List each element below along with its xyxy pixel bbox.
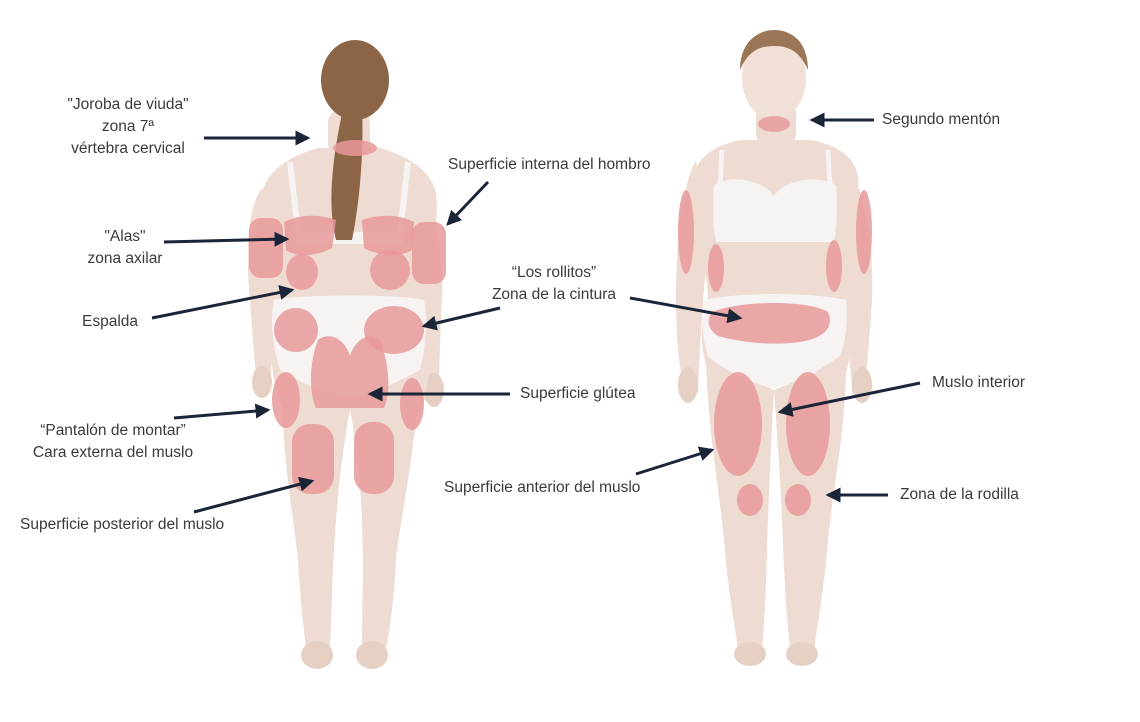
label-joroba-line-2: zona 7ª: [101, 118, 155, 135]
front-bra-strap-right: [825, 149, 833, 189]
zone-front-left-thigh: [714, 372, 762, 476]
back-view-figure: [247, 40, 446, 669]
label-anterior: Superficie anterior del muslo: [444, 479, 641, 496]
zone-back-right-posterior-thigh: [354, 422, 394, 494]
arrow-posterior: [193, 476, 315, 514]
label-pantalon-line-1: “Pantalón de montar”: [40, 422, 186, 439]
front-hair: [740, 30, 808, 70]
label-posterior: Superficie posterior del muslo: [20, 516, 225, 533]
arrow-hombro: [446, 180, 490, 226]
zone-back-right-axilla: [362, 215, 414, 256]
label-rollitos-line-1: “Los rollitos”: [511, 264, 597, 281]
arrow-anterior: [635, 446, 715, 476]
front-left-hand: [678, 367, 698, 403]
zone-front-right-waist: [826, 240, 842, 292]
zone-right-knee: [785, 484, 811, 516]
arrow-rollitos-front: [629, 296, 743, 324]
zone-front-left-waist: [708, 244, 724, 292]
label-alas-line-2: zona axilar: [87, 250, 163, 267]
front-bra: [713, 179, 837, 242]
zone-back-neck: [333, 140, 377, 156]
label-pantalon-line-2: Cara externa del muslo: [32, 444, 194, 461]
front-view-figure: [676, 30, 873, 666]
zone-back-left-upper-arm: [249, 218, 283, 278]
arrow-espalda: [151, 285, 295, 320]
zone-back-left-hip: [274, 308, 318, 352]
zone-left-knee: [737, 484, 763, 516]
zone-back-left-lower-back: [286, 254, 318, 290]
arrow-alas: [163, 231, 290, 247]
front-bra-strap-left: [717, 149, 725, 189]
back-left-foot: [301, 641, 333, 669]
label-espalda: Espalda: [82, 313, 139, 330]
label-joroba-line-1: "Joroba de viuda": [67, 96, 189, 113]
arrow-rollitos: [421, 306, 501, 331]
zone-front-right-inner-thigh: [786, 372, 830, 476]
label-alas-line-1: "Alas": [104, 228, 146, 245]
zone-front-left-arm: [678, 190, 694, 274]
zone-back-right-upper-arm: [412, 222, 446, 284]
label-pantalon: “Pantalón de montar” Cara externa del mu…: [18, 420, 208, 464]
zone-back-right-lower-back: [370, 250, 410, 290]
label-joroba-line-3: vértebra cervical: [71, 140, 185, 157]
arrow-muslo-interior: [777, 381, 921, 417]
arrow-pantalon: [173, 403, 271, 420]
back-left-hand: [252, 366, 272, 398]
label-gluteo: Superficie glútea: [520, 385, 636, 402]
zone-double-chin: [758, 116, 790, 132]
zone-waist-rolls: [708, 303, 830, 344]
label-joroba: "Joroba de viuda" zona 7ª vértebra cervi…: [46, 94, 210, 160]
front-right-foot: [786, 642, 818, 666]
zone-back-left-posterior-thigh: [292, 424, 334, 494]
zone-back-right-outer-thigh: [400, 378, 424, 430]
back-ponytail: [331, 104, 363, 240]
back-right-hand: [424, 373, 444, 407]
zone-back-left-axilla: [284, 215, 336, 256]
label-rodilla: Zona de la rodilla: [900, 486, 1019, 503]
label-alas: "Alas" zona axilar: [66, 226, 184, 270]
label-menton: Segundo mentón: [882, 111, 1001, 128]
zone-front-right-arm: [856, 190, 872, 274]
label-muslo-interior: Muslo interior: [932, 374, 1026, 391]
label-hombro: Superficie interna del hombro: [448, 156, 651, 173]
back-right-foot: [356, 641, 388, 669]
arrows: [151, 112, 921, 514]
zone-back-left-outer-thigh: [272, 372, 300, 428]
label-rollitos: “Los rollitos” Zona de la cintura: [480, 262, 628, 306]
back-head: [321, 40, 389, 120]
front-left-foot: [734, 642, 766, 666]
front-head: [742, 36, 806, 120]
label-rollitos-line-2: Zona de la cintura: [491, 286, 617, 303]
